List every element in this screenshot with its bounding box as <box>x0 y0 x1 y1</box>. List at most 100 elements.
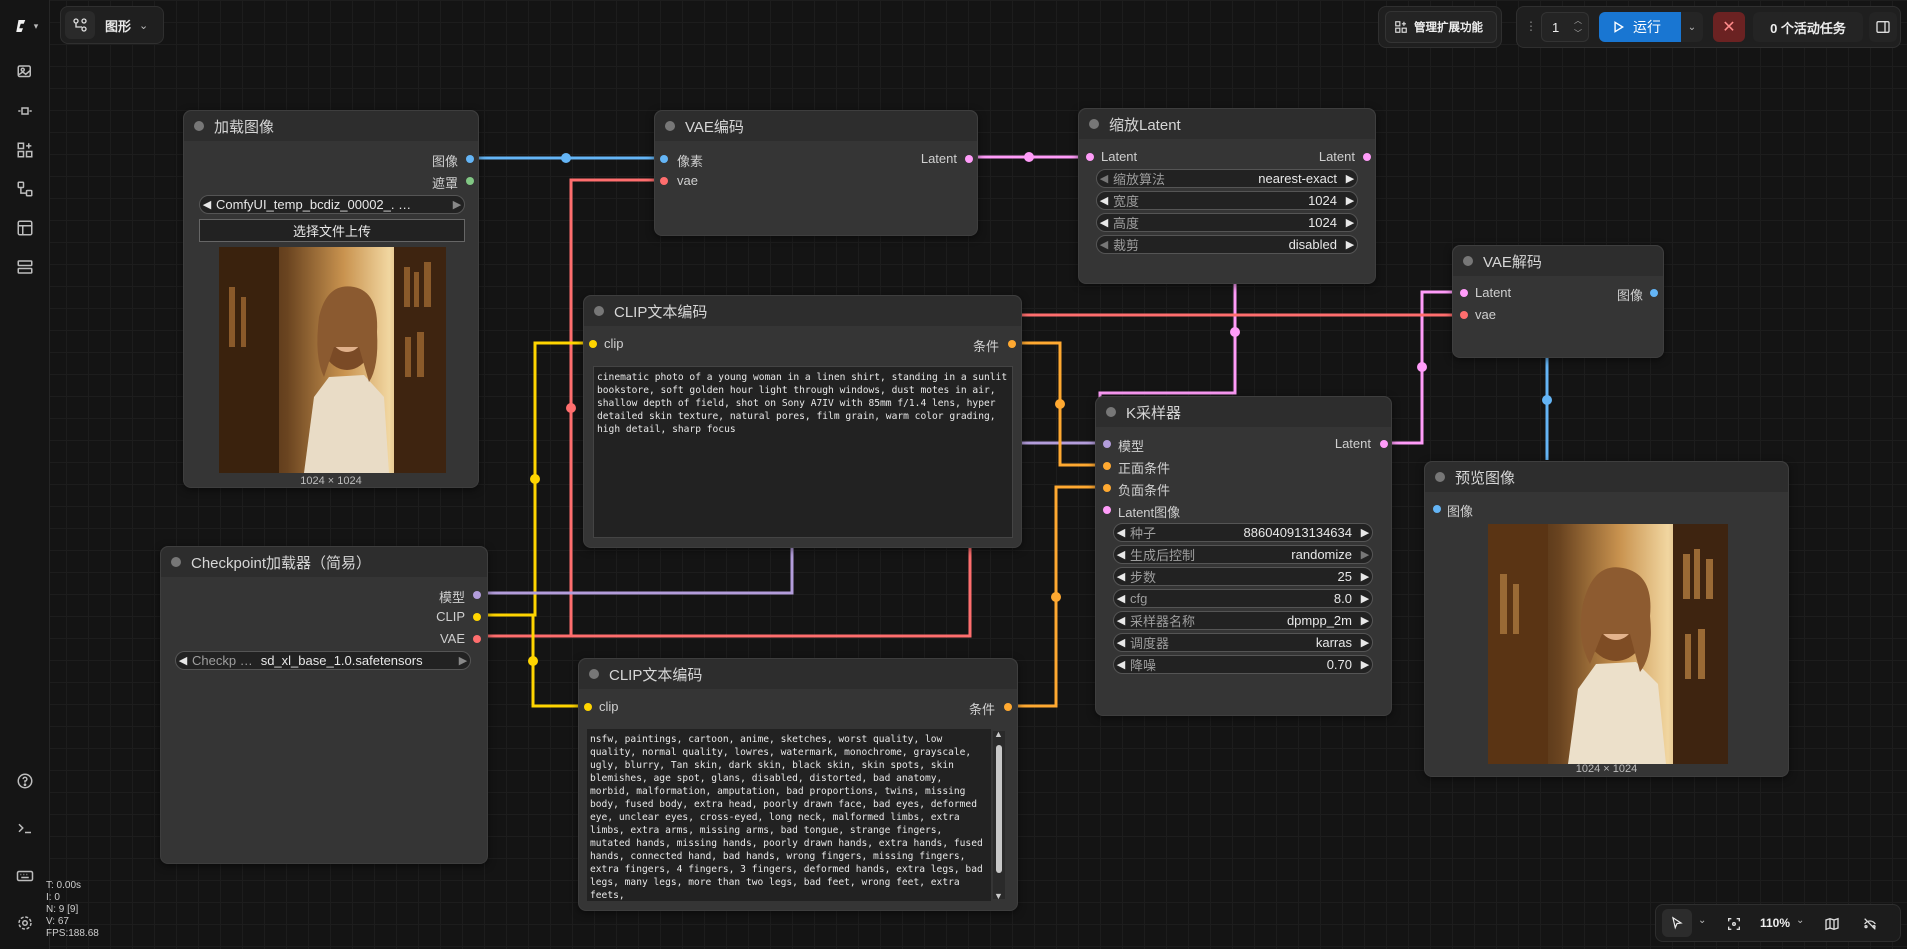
node-collapse-dot[interactable] <box>1089 119 1099 129</box>
arrow-left-icon[interactable]: ◀ <box>1099 239 1109 251</box>
node-header[interactable]: CLIP文本编码 <box>579 659 1017 689</box>
input-vae-slot[interactable] <box>660 177 668 185</box>
node-collapse-dot[interactable] <box>171 557 181 567</box>
node-load-image[interactable]: 加载图像 图像 遮罩 ◀ ComfyUI_temp_bcdiz_00002_. … <box>183 110 479 488</box>
fit-view-icon[interactable] <box>1726 916 1742 932</box>
input-pixels-slot[interactable] <box>660 155 668 163</box>
arrow-right-icon[interactable]: ▶ <box>452 199 462 211</box>
images-icon[interactable] <box>9 56 41 88</box>
chevron-down-icon[interactable]: ⌄ <box>1796 915 1805 926</box>
positive-prompt-textarea[interactable]: cinematic photo of a young woman in a li… <box>593 366 1013 538</box>
arrow-left-icon[interactable]: ◀ <box>178 655 188 667</box>
run-options-dropdown[interactable]: ⌄ <box>1681 12 1703 42</box>
node-preview-image[interactable]: 预览图像 图像 1024 × 1024 <box>1424 461 1789 777</box>
denoise-widget[interactable]: ◀ 降噪 0.70 ▶ <box>1113 655 1373 674</box>
arrow-left-icon[interactable]: ◀ <box>1116 593 1126 605</box>
minimap-icon[interactable] <box>1824 916 1840 932</box>
input-latent-slot[interactable] <box>1103 506 1111 514</box>
arrow-right-icon[interactable]: ▶ <box>1345 195 1355 207</box>
arrow-left-icon[interactable]: ◀ <box>1116 615 1126 627</box>
input-model-slot[interactable] <box>1103 440 1111 448</box>
upload-file-button[interactable]: 选择文件上传 <box>199 219 465 242</box>
node-ksampler[interactable]: K采样器 模型 正面条件 负面条件 Latent图像 Latent ◀ 种子 8… <box>1095 396 1392 716</box>
node-upscale-latent[interactable]: 缩放Latent Latent Latent ◀ 缩放算法 nearest-ex… <box>1078 108 1376 284</box>
toggle-panel-button[interactable] <box>1869 12 1897 42</box>
node-checkpoint-loader[interactable]: Checkpoint加载器（简易） 模型 CLIP VAE ◀ Checkp …… <box>160 546 488 864</box>
checkpoint-name-widget[interactable]: ◀ Checkp … sd_xl_base_1.0.safetensors ▶ <box>175 651 471 670</box>
output-mask-slot[interactable] <box>466 177 474 185</box>
arrow-left-icon[interactable]: ◀ <box>202 199 212 211</box>
image-file-select[interactable]: ◀ ComfyUI_temp_bcdiz_00002_. … ▶ <box>199 195 465 214</box>
arrow-right-icon[interactable]: ▶ <box>1360 637 1370 649</box>
arrow-right-icon[interactable]: ▶ <box>1360 615 1370 627</box>
node-header[interactable]: 加载图像 <box>184 111 478 141</box>
output-clip-slot[interactable] <box>473 613 481 621</box>
output-vae-slot[interactable] <box>473 635 481 643</box>
height-widget[interactable]: ◀ 高度 1024 ▶ <box>1096 213 1358 232</box>
increment-icon[interactable]: ︿ <box>1574 16 1582 25</box>
scheduler-widget[interactable]: ◀ 调度器 karras ▶ <box>1113 633 1373 652</box>
arrow-right-icon[interactable]: ▶ <box>1345 239 1355 251</box>
workflow-tab[interactable]: 图形 ⌄ <box>60 6 164 44</box>
input-negative-slot[interactable] <box>1103 484 1111 492</box>
node-clip-text-encode-negative[interactable]: CLIP文本编码 clip 条件 nsfw, paintings, cartoo… <box>578 658 1018 911</box>
manage-extensions-button[interactable]: 管理扩展功能 <box>1385 11 1497 43</box>
seed-widget[interactable]: ◀ 种子 886040913134634 ▶ <box>1113 523 1373 542</box>
node-header[interactable]: VAE编码 <box>655 111 977 141</box>
textarea-scrollbar[interactable]: ▲ ▼ <box>993 729 1005 901</box>
scroll-down-icon[interactable]: ▼ <box>994 891 1003 901</box>
scroll-up-icon[interactable]: ▲ <box>994 729 1003 739</box>
cancel-run-button[interactable]: ✕ <box>1713 12 1745 42</box>
arrow-left-icon[interactable]: ◀ <box>1099 195 1109 207</box>
arrow-right-icon[interactable]: ▶ <box>1360 593 1370 605</box>
node-vae-decode[interactable]: VAE解码 Latent vae 图像 <box>1452 245 1664 358</box>
output-latent-slot[interactable] <box>1363 153 1371 161</box>
decrement-icon[interactable]: ﹀ <box>1574 29 1582 38</box>
node-vae-encode[interactable]: VAE编码 像素 vae Latent <box>654 110 978 236</box>
queue-count-input[interactable]: 1 ︿ ﹀ <box>1541 12 1589 42</box>
arrow-left-icon[interactable]: ◀ <box>1116 527 1126 539</box>
terminal-icon[interactable] <box>9 812 41 844</box>
sampler-name-widget[interactable]: ◀ 采样器名称 dpmpp_2m ▶ <box>1113 611 1373 630</box>
output-conditioning-slot[interactable] <box>1004 703 1012 711</box>
node-collapse-dot[interactable] <box>589 669 599 679</box>
width-widget[interactable]: ◀ 宽度 1024 ▶ <box>1096 191 1358 210</box>
output-image-slot[interactable] <box>1650 289 1658 297</box>
workflows-icon[interactable] <box>9 173 41 205</box>
arrow-left-icon[interactable]: ◀ <box>1116 549 1126 561</box>
output-image-slot[interactable] <box>466 155 474 163</box>
templates-icon[interactable] <box>9 212 41 244</box>
input-clip-slot[interactable] <box>584 703 592 711</box>
help-icon[interactable] <box>9 765 41 797</box>
input-clip-slot[interactable] <box>589 340 597 348</box>
node-collapse-dot[interactable] <box>665 121 675 131</box>
node-header[interactable]: VAE解码 <box>1453 246 1663 276</box>
zoom-level[interactable]: 110% <box>1760 916 1791 930</box>
input-latent-slot[interactable] <box>1460 289 1468 297</box>
arrow-left-icon[interactable]: ◀ <box>1116 637 1126 649</box>
output-conditioning-slot[interactable] <box>1008 340 1016 348</box>
arrow-right-icon[interactable]: ▶ <box>1360 571 1370 583</box>
hide-links-icon[interactable] <box>1862 916 1878 932</box>
crop-widget[interactable]: ◀ 裁剪 disabled ▶ <box>1096 235 1358 254</box>
active-tasks-button[interactable]: 0 个活动任务 <box>1753 12 1863 42</box>
cfg-widget[interactable]: ◀ cfg 8.0 ▶ <box>1113 589 1373 608</box>
run-button[interactable]: 运行 <box>1599 12 1681 42</box>
output-latent-slot[interactable] <box>1380 440 1388 448</box>
control-after-generate-widget[interactable]: ◀ 生成后控制 randomize ▶ <box>1113 545 1373 564</box>
arrow-right-icon[interactable]: ▶ <box>1360 527 1370 539</box>
settings-gear-icon[interactable] <box>9 907 41 939</box>
negative-prompt-textarea[interactable]: nsfw, paintings, cartoon, anime, sketche… <box>587 729 991 901</box>
keyboard-icon[interactable] <box>9 860 41 892</box>
node-collapse-dot[interactable] <box>1463 256 1473 266</box>
node-clip-text-encode-positive[interactable]: CLIP文本编码 clip 条件 cinematic photo of a yo… <box>583 295 1022 548</box>
arrow-right-icon[interactable]: ▶ <box>1360 659 1370 671</box>
node-collapse-dot[interactable] <box>194 121 204 131</box>
select-mode-button[interactable] <box>1662 909 1692 937</box>
steps-widget[interactable]: ◀ 步数 25 ▶ <box>1113 567 1373 586</box>
node-collapse-dot[interactable] <box>594 306 604 316</box>
arrow-left-icon[interactable]: ◀ <box>1099 217 1109 229</box>
input-vae-slot[interactable] <box>1460 311 1468 319</box>
node-collapse-dot[interactable] <box>1106 407 1116 417</box>
output-latent-slot[interactable] <box>965 155 973 163</box>
